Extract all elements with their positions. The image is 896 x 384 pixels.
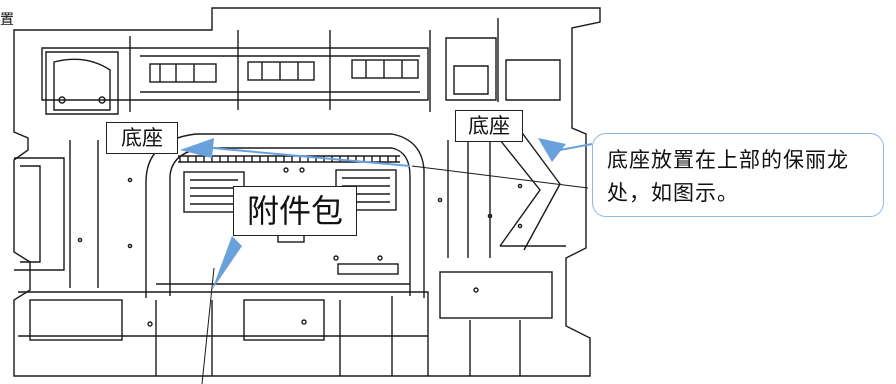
accessory-bag-label: 附件包 (233, 186, 357, 236)
base-label-left: 底座 (106, 122, 178, 154)
callout-box: 底座放置在上部的保丽龙处，如图示。 (592, 133, 884, 217)
arrow-to-accessory-bag (212, 236, 242, 290)
base-label-right: 底座 (455, 110, 523, 142)
arrow-to-base-right-tail (559, 143, 593, 151)
leader-line-bottom (201, 267, 215, 384)
arrow-to-base-right (538, 138, 566, 162)
arrow-to-base-left-tail (211, 147, 411, 167)
arrow-to-base-left (180, 138, 214, 158)
callout-text: 底座放置在上部的保丽龙处，如图示。 (607, 148, 849, 205)
clipped-heading-fragment: 置 (0, 12, 14, 28)
leader-line (411, 165, 589, 189)
